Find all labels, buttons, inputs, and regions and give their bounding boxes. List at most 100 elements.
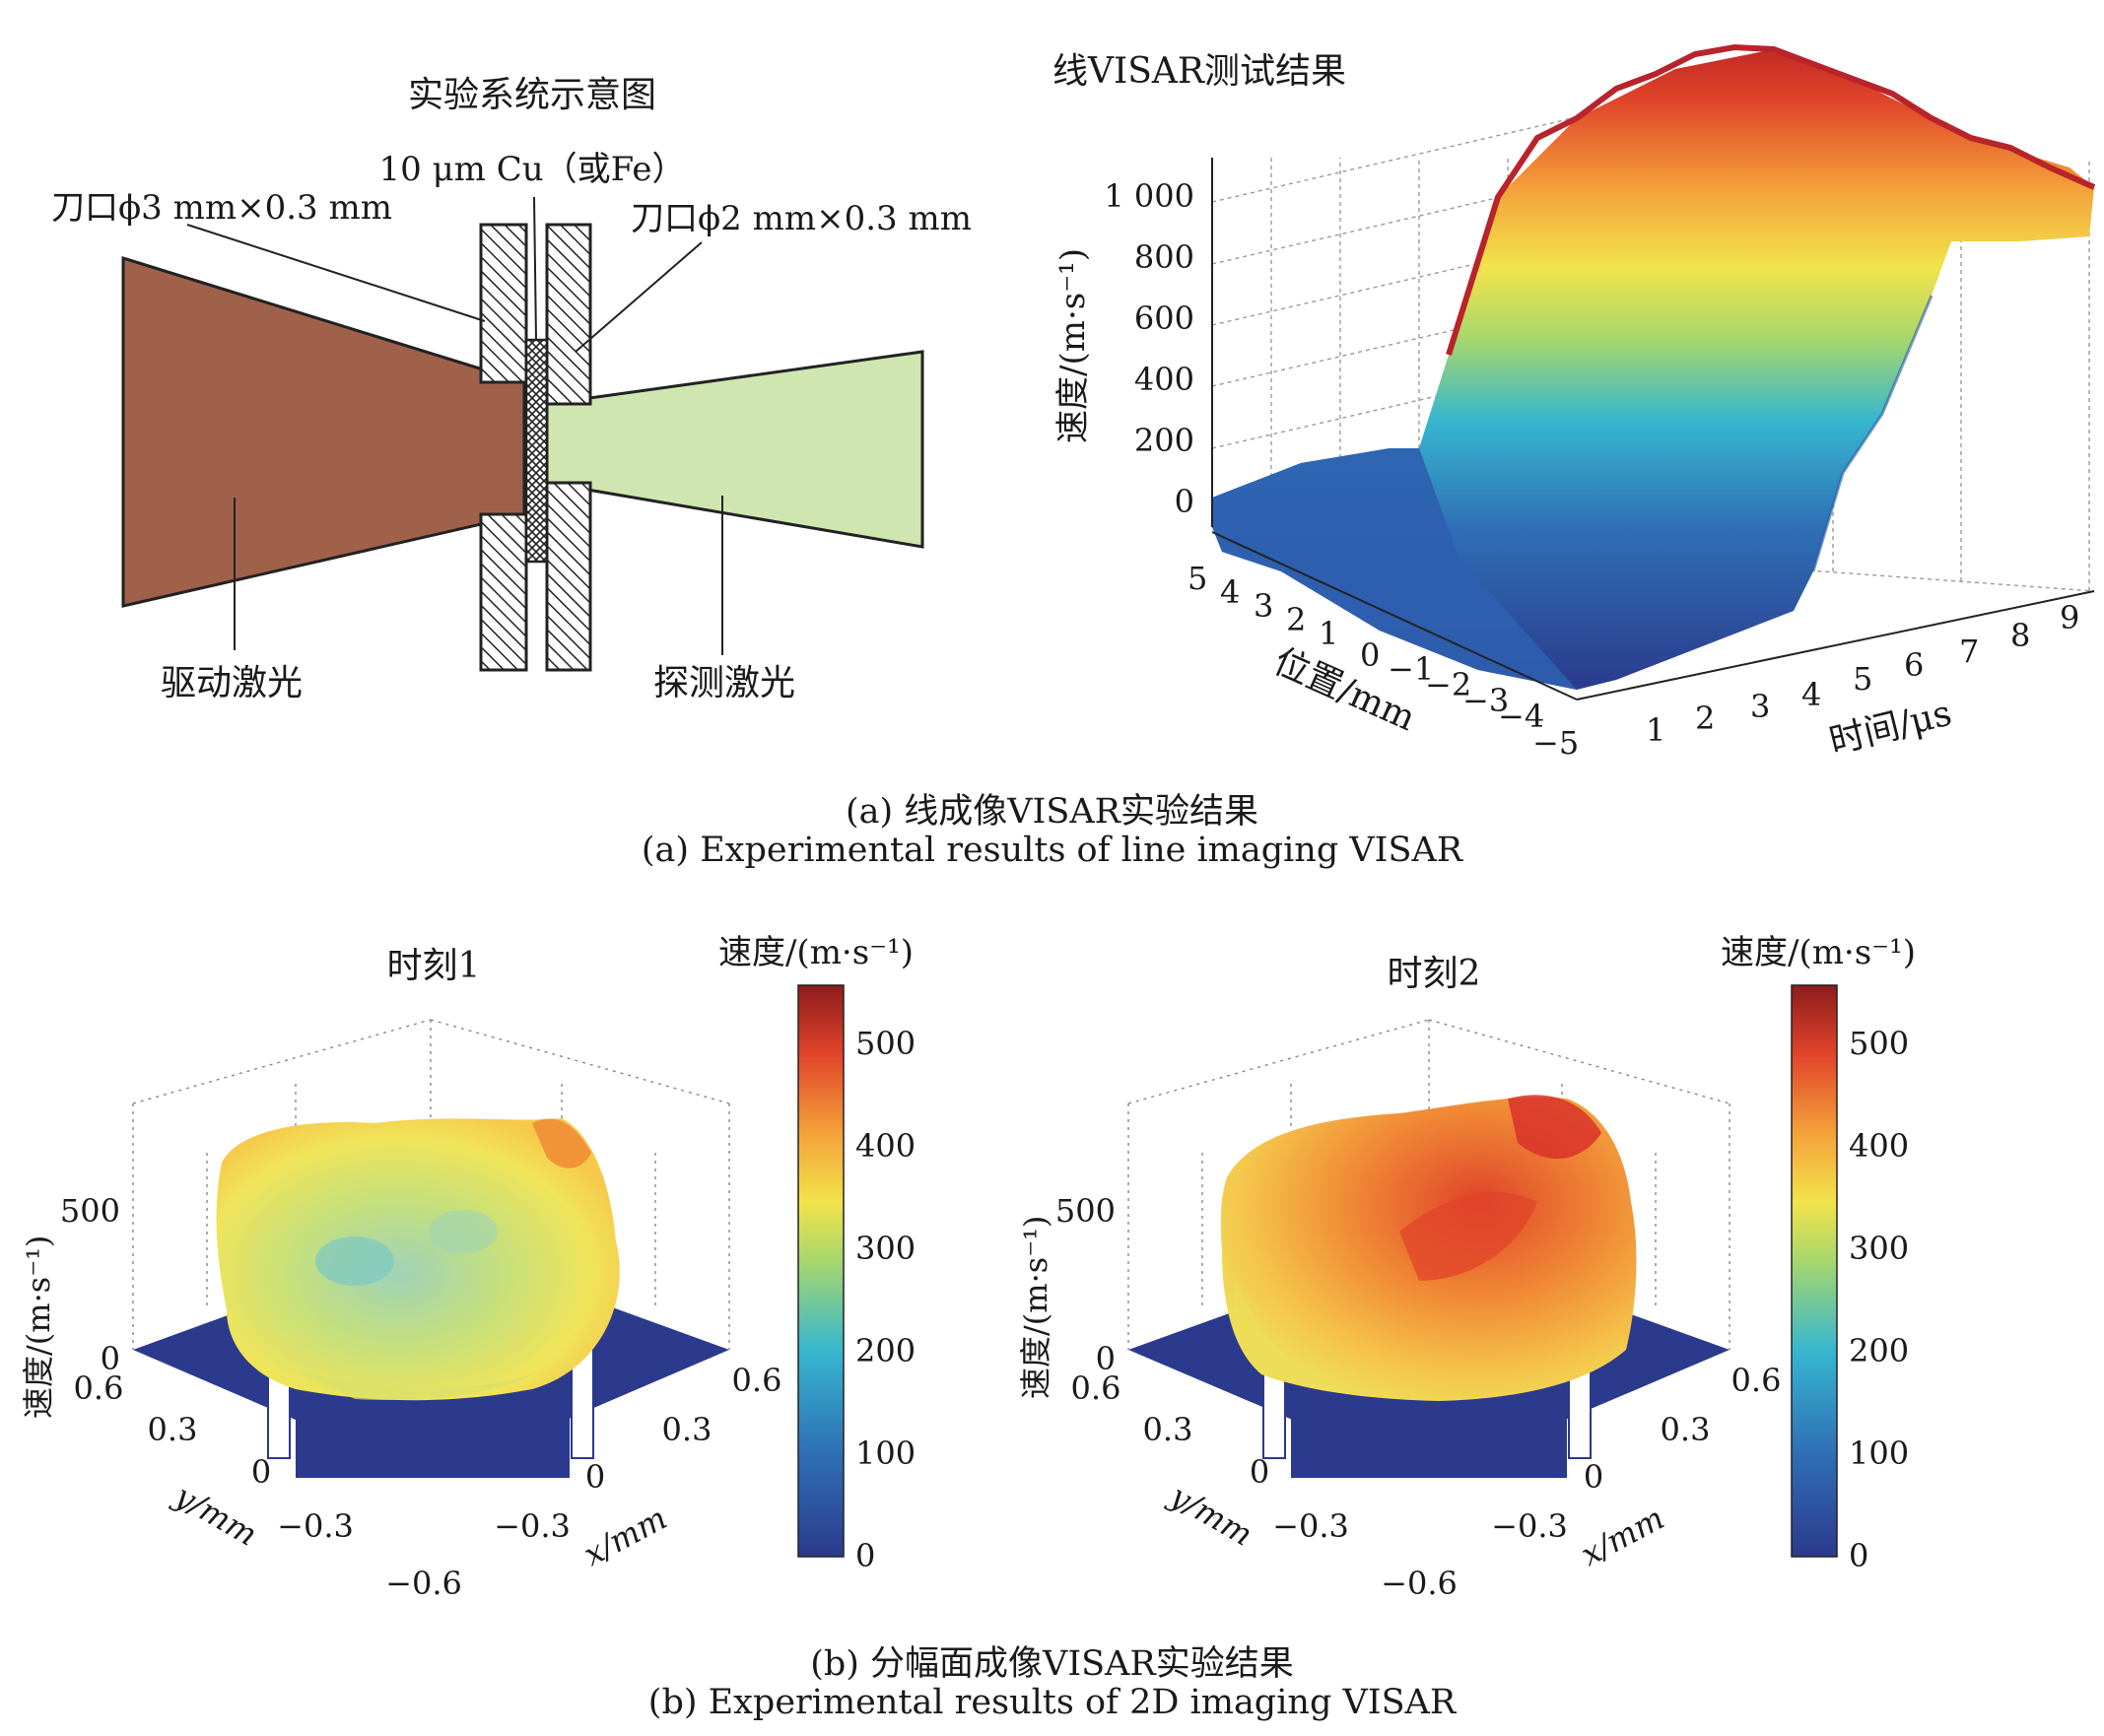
frame2-z-tick: 0 — [1096, 1340, 1116, 1377]
frame2-y-tick: 0.3 — [1143, 1411, 1193, 1448]
left-aperture-label: 刀口ϕ3 mm×0.3 mm — [51, 188, 392, 228]
pos-tick: −4 — [1498, 698, 1544, 735]
frame2-colorbar-title: 速度/(m·s⁻¹) — [1721, 933, 1916, 972]
time-tick: 9 — [2060, 599, 2079, 636]
left-aperture-plate-bottom — [479, 512, 528, 672]
colorbar-tick: 400 — [1849, 1127, 1909, 1165]
colorbar-tick: 300 — [1849, 1230, 1909, 1267]
colorbar-tick: 300 — [855, 1230, 916, 1267]
z-tick: 600 — [1134, 300, 1194, 337]
time-ticks: 1 2 3 4 5 6 7 8 9 — [1646, 599, 2079, 749]
frame1-velocity-surface — [216, 1118, 620, 1401]
probe-laser-beam — [545, 350, 924, 549]
time-tick: 2 — [1695, 700, 1715, 737]
caption-a-cn: (a) 线成像VISAR实验结果 — [845, 792, 1258, 832]
left-aperture-plate-top — [479, 223, 528, 384]
drive-laser-label: 驱动激光 — [161, 663, 303, 703]
frame1-box — [132, 1019, 730, 1350]
frame1-z-tick: 0 — [101, 1340, 120, 1377]
frame1-z-axis-label: 速度/(m·s⁻¹) — [20, 1235, 57, 1419]
time-axis — [1576, 590, 2095, 701]
colorbar-tick: 500 — [1849, 1025, 1909, 1062]
frame2-y-axis-label: y/mm — [1162, 1476, 1258, 1554]
frame1-y-tick: 0.3 — [148, 1411, 198, 1448]
schematic-diagram: 实验系统示意图 10 μm Cu（或Fe） 刀口ϕ3 mm×0.3 mm 刀口ϕ… — [51, 75, 972, 703]
frame1-x-tick: 0.6 — [732, 1362, 782, 1399]
frame1-colorbar — [797, 984, 845, 1558]
pos-tick: 2 — [1286, 601, 1306, 638]
z-tick: 800 — [1134, 238, 1194, 276]
caption-b-en: (b) Experimental results of 2D imaging V… — [647, 1683, 1457, 1722]
frame1-y-tick: 0 — [251, 1453, 271, 1491]
z-axis-label: 速度/(m·s⁻¹) — [1053, 248, 1093, 443]
frame1-x-tick: 0.3 — [662, 1411, 713, 1448]
z-tick: 200 — [1134, 422, 1194, 459]
z-tick: 400 — [1134, 361, 1194, 398]
colorbar-tick: 100 — [855, 1435, 916, 1472]
time-tick: 4 — [1801, 676, 1821, 713]
caption-a-en: (a) Experimental results of line imaging… — [641, 831, 1463, 870]
frame1-x-tick: −0.3 — [494, 1507, 571, 1545]
sample-foil — [524, 338, 549, 564]
z-tick: 1 000 — [1104, 177, 1194, 215]
colorbar-tick: 200 — [1849, 1332, 1909, 1369]
probe-laser-label: 探测激光 — [653, 663, 795, 703]
frame2-box — [1127, 1019, 1731, 1350]
frame2-plot: 时刻2 速度/(m·s⁻¹) 0 500 速度/(m·s⁻¹) 0.6 0.3 … — [1017, 933, 1916, 1602]
pos-tick: −1 — [1388, 650, 1434, 688]
position-ticks: 5 4 3 2 1 0 −1 −2 −3 −4 −5 — [1188, 560, 1579, 762]
pos-tick: 1 — [1319, 615, 1338, 652]
frame1-x-axis-label: x/mm — [577, 1499, 673, 1573]
time-tick: 6 — [1904, 646, 1924, 684]
frame1-title: 时刻1 — [387, 946, 481, 986]
frame2-x-tick: 0.3 — [1661, 1411, 1711, 1448]
frame1-colorbar-title: 速度/(m·s⁻¹) — [718, 933, 914, 972]
frame2-z-axis-label: 速度/(m·s⁻¹) — [1017, 1216, 1054, 1399]
colorbar-tick: 500 — [855, 1025, 916, 1062]
caption-b-cn: (b) 分幅面成像VISAR实验结果 — [810, 1644, 1294, 1684]
right-aperture-label: 刀口ϕ2 mm×0.3 mm — [631, 199, 972, 238]
frame1-y-tick: −0.6 — [385, 1565, 462, 1602]
colorbar-tick: 400 — [855, 1127, 916, 1165]
pos-tick: 3 — [1254, 587, 1273, 625]
frame2-colorbar-ticks: 0 100 200 300 400 500 — [1849, 1025, 1909, 1574]
frame1-x-tick: 0 — [585, 1458, 605, 1496]
pos-tick: −3 — [1462, 682, 1509, 719]
pos-tick: −2 — [1425, 666, 1471, 703]
frame2-y-tick: −0.6 — [1381, 1565, 1458, 1602]
frame2-x-tick: 0 — [1584, 1458, 1603, 1496]
pos-tick: 4 — [1220, 573, 1240, 611]
velocity-surface — [1212, 43, 2096, 690]
diagram-title: 实验系统示意图 — [408, 75, 656, 115]
frame1-y-tick: −0.3 — [277, 1507, 354, 1545]
frame2-y-tick: 0 — [1250, 1453, 1269, 1491]
frame2-z-tick: 500 — [1055, 1192, 1116, 1230]
line-visar-plot: 线VISAR测试结果 — [1052, 43, 2096, 763]
colorbar-tick: 200 — [855, 1332, 916, 1369]
time-tick: 3 — [1750, 688, 1770, 725]
leader-right-aperture — [575, 241, 703, 353]
frame1-y-tick: 0.6 — [74, 1369, 124, 1407]
sample-label: 10 μm Cu（或Fe） — [379, 150, 686, 189]
time-tick: 7 — [1959, 633, 1979, 670]
frame2-title: 时刻2 — [1388, 954, 1481, 994]
time-tick: 8 — [2010, 617, 2030, 654]
time-tick: 5 — [1853, 660, 1872, 698]
right-aperture-plate-top — [545, 223, 592, 406]
frame2-x-axis-label: x/mm — [1575, 1499, 1670, 1573]
time-tick: 1 — [1646, 711, 1665, 749]
pos-tick: 0 — [1360, 636, 1380, 674]
frame2-x-tick: 0.6 — [1731, 1362, 1782, 1399]
frame1-y-axis-label: y/mm — [167, 1476, 263, 1554]
leader-left-aperture — [186, 224, 486, 322]
time-axis-label: 时间/μs — [1825, 693, 1955, 762]
colorbar-tick: 0 — [1849, 1537, 1868, 1574]
frame1-z-tick: 500 — [60, 1192, 120, 1230]
frame2-colorbar — [1791, 984, 1838, 1558]
frame1-colorbar-ticks: 0 100 200 300 400 500 — [855, 1025, 916, 1574]
pos-tick: −5 — [1532, 724, 1579, 762]
position-axis — [1211, 531, 1578, 701]
z-tick: 0 — [1175, 483, 1194, 520]
colorbar-tick: 0 — [855, 1537, 875, 1574]
